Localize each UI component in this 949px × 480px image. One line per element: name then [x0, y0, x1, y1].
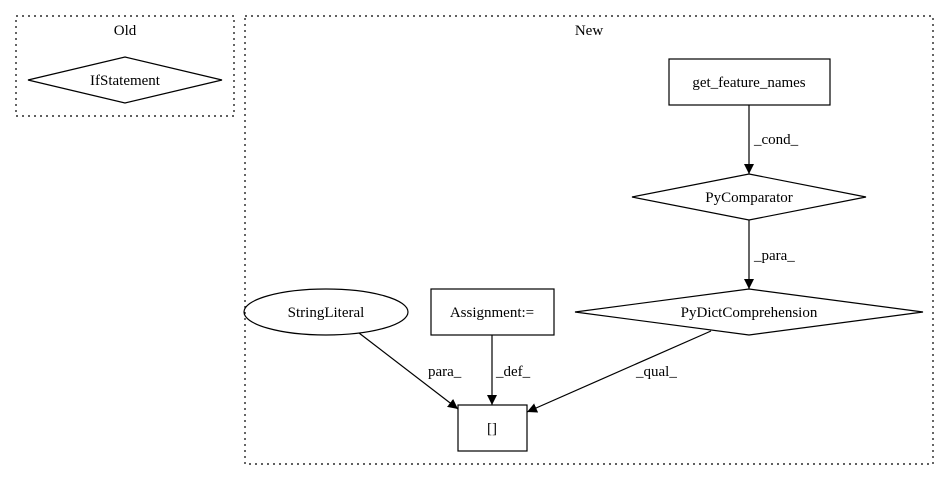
- node-assignment[interactable]: Assignment:=: [430, 288, 555, 336]
- cluster-old: Old: [15, 15, 235, 117]
- edge-qual: _qual_: [526, 330, 712, 413]
- node-if-statement[interactable]: IfStatement: [27, 56, 223, 104]
- node-subscript-label: []: [487, 421, 497, 437]
- node-string-literal[interactable]: StringLiteral: [243, 288, 409, 336]
- edge-para-string-label: para_: [428, 364, 462, 380]
- edge-qual-label: _qual_: [635, 364, 677, 380]
- edge-cond: _cond_: [744, 105, 799, 174]
- edge-para-comparator: _para_: [744, 220, 795, 289]
- node-subscript[interactable]: []: [457, 404, 528, 452]
- edge-def: _def_: [487, 335, 531, 405]
- cluster-new-label: New: [575, 23, 603, 39]
- node-py-dict-comprehension[interactable]: PyDictComprehension: [574, 288, 924, 336]
- edge-cond-label: _cond_: [753, 132, 799, 148]
- edge-def-label: _def_: [495, 364, 531, 380]
- node-get-feature-names[interactable]: get_feature_names: [668, 58, 831, 106]
- node-get-feature-names-label: get_feature_names: [692, 75, 805, 91]
- node-string-literal-label: StringLiteral: [288, 305, 365, 321]
- cluster-new: New: [244, 15, 934, 465]
- edge-para-comparator-label: _para_: [753, 248, 795, 264]
- node-py-dict-comprehension-label: PyDictComprehension: [681, 305, 818, 321]
- node-assignment-label: Assignment:=: [450, 305, 534, 321]
- node-py-comparator-label: PyComparator: [705, 190, 793, 206]
- cluster-old-label: Old: [114, 23, 137, 39]
- node-if-statement-label: IfStatement: [90, 73, 161, 89]
- node-py-comparator[interactable]: PyComparator: [631, 173, 867, 221]
- edge-para-string: para_: [358, 332, 462, 410]
